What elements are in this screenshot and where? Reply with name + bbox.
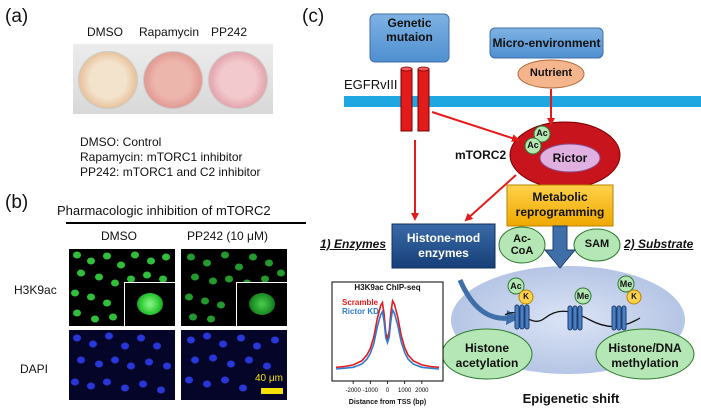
- receptor-cylinder-left: [400, 68, 413, 132]
- ac-coa-oval: [498, 226, 546, 264]
- title-underline: [66, 222, 306, 224]
- micrograph-h3k9ac-pp242: [181, 249, 287, 326]
- nucleosome-1c: [524, 304, 530, 330]
- histone-acetylation-label: Histone acetylation: [455, 341, 519, 370]
- egfrviii-label: EGFRvIII: [344, 77, 398, 92]
- ac-coa-label: Ac- CoA: [510, 233, 534, 257]
- legend-line-pp242: PP242: mTORC1 and C2 inhibitor: [80, 165, 261, 179]
- k-mark-label-right: K: [631, 292, 637, 301]
- row-label-dapi: DAPI: [20, 362, 49, 376]
- k-mark-bubble-right: [626, 289, 642, 305]
- x-tick-label: -1000: [363, 388, 379, 394]
- ac-label-upper: Ac: [536, 128, 548, 138]
- panel-a-legend: DMSO: Control Rapamycin: mTORC1 inhibito…: [80, 135, 261, 180]
- ac-bubble-upper: [533, 125, 551, 143]
- column-label-rapamycin: Rapamycin: [139, 25, 200, 39]
- nutrient-oval: [517, 59, 585, 89]
- panel-a-letter: (a): [5, 6, 29, 27]
- nucleosome-2a: [567, 305, 573, 331]
- dish-dmso: [78, 51, 138, 109]
- micro-environment-label: Micro-environment: [492, 36, 601, 50]
- column-label-pp242-b: PP242 (10 μM): [187, 229, 268, 243]
- chart-title: H3K9ac ChIP-seq: [354, 283, 421, 292]
- k-mark-bubble-left: [518, 289, 534, 305]
- culture-dish-photo: [73, 44, 273, 114]
- egfr-to-mtorc2-arrow: [431, 111, 520, 142]
- scale-bar-label: 40 μm: [255, 373, 283, 384]
- legend-line-rapamycin: Rapamycin: mTORC1 inhibitor: [80, 150, 243, 164]
- legend-rictor-kd: Rictor KD: [342, 307, 379, 316]
- series-line-rictor-kd: [335, 307, 440, 370]
- me-mark-label-center: Me: [576, 291, 590, 301]
- panel-c-letter: (c): [302, 6, 325, 27]
- column-label-dmso-b: DMSO: [101, 229, 137, 243]
- histone-dna-methylation-oval: [595, 328, 695, 380]
- micro-environment-box: [489, 27, 604, 59]
- inset-zoom-pp242: [236, 282, 287, 326]
- histone-mod-enzymes-box: [391, 223, 496, 269]
- x-tick-label: 1000: [398, 388, 412, 394]
- histone-mod-enzymes-label: Histone-mod enzymes: [406, 231, 481, 260]
- rictor-oval: [539, 143, 601, 173]
- x-tick-label: 2000: [415, 388, 429, 394]
- nucleosome-3c: [621, 305, 627, 331]
- nutrient-label: Nutrient: [529, 67, 573, 79]
- row-label-h3k9ac: H3K9ac: [14, 283, 57, 297]
- nucleosome-2c: [577, 305, 583, 331]
- panel-b-title: Pharmacologic inhibition of mTORC2: [57, 203, 271, 218]
- nucleosome-3b: [616, 305, 622, 331]
- enzymes-step-label: 1) Enzymes: [320, 237, 387, 251]
- inset-zoom-dmso: [124, 282, 175, 326]
- ac-label-lower: Ac: [527, 140, 539, 150]
- x-tick-label: -2000: [345, 388, 361, 394]
- x-tick-label: 0: [386, 388, 390, 394]
- down-arrow-to-nucleus: [543, 225, 577, 269]
- column-label-pp242: PP242: [211, 25, 248, 39]
- dish-pp242: [208, 51, 268, 109]
- column-label-dmso: DMSO: [87, 25, 123, 39]
- ac-mark-label: Ac: [510, 281, 522, 291]
- chart-xlabel: Distance from TSS (bp): [348, 399, 427, 406]
- micrograph-dapi-pp242: 40 μm: [181, 330, 287, 400]
- ac-bubble-lower: [524, 137, 542, 155]
- panel-b-letter: (b): [5, 192, 29, 213]
- metabolic-reprogramming-box: [506, 184, 614, 227]
- me-mark-bubble-right: [617, 275, 635, 293]
- sam-label: SAM: [584, 238, 610, 250]
- k-mark-label-left: K: [523, 292, 529, 301]
- legend-line-dmso: DMSO: Control: [80, 135, 162, 149]
- enzyme-curved-arrow: [457, 279, 511, 321]
- me-mark-label-right: Me: [619, 279, 633, 289]
- me-mark-bubble-center: [574, 287, 592, 305]
- nucleosome-2b: [572, 305, 578, 331]
- sam-oval: [573, 228, 621, 262]
- nucleosome-3a: [611, 305, 617, 331]
- substrate-step-label: 2) Substrate: [624, 237, 694, 251]
- series-line-scramble: [335, 298, 440, 369]
- chart-frame: [331, 281, 444, 382]
- histone-dna-methylation-label: Histone/DNA methylation: [608, 341, 682, 370]
- micrograph-h3k9ac-dmso: [69, 249, 175, 326]
- mtorc2-to-enzymes-arrow: [464, 174, 517, 222]
- dish-rapamycin: [143, 51, 203, 109]
- micrograph-dapi-dmso: [69, 330, 175, 400]
- nucleosome-1a: [514, 304, 520, 330]
- scale-bar: [261, 388, 283, 394]
- mtorc2-label: mTORC2: [455, 148, 507, 162]
- ac-mark-bubble: [507, 277, 525, 295]
- receptor-cylinder-right: [417, 68, 430, 132]
- genetic-mutation-label: Genetic mutaion: [386, 16, 433, 44]
- rictor-label: Rictor: [552, 151, 588, 165]
- cell-membrane: [344, 96, 701, 107]
- legend-scramble: Scramble: [342, 298, 379, 307]
- metabolic-reprogramming-label: Metabolic reprogramming: [515, 190, 605, 219]
- genetic-mutation-box: [369, 13, 450, 63]
- epigenetic-shift-label: Epigenetic shift: [522, 391, 620, 406]
- nucleosome-1b: [519, 304, 525, 330]
